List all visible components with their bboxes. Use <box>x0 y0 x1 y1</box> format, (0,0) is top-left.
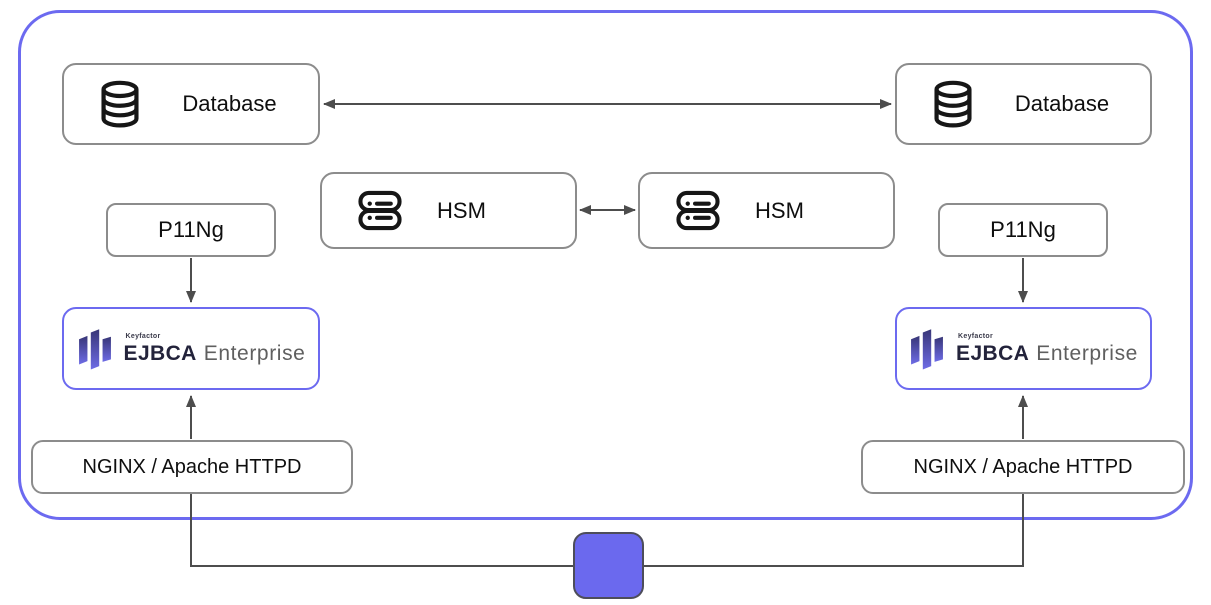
keyfactor-company-label: Keyfactor <box>125 333 161 340</box>
database-label: Database <box>182 91 277 116</box>
ejbca-product-label: EJBCA <box>956 342 1030 365</box>
database-node-right: Database <box>895 63 1152 145</box>
server-stack-icon <box>675 190 721 231</box>
database-node-left: Database <box>62 63 320 145</box>
ejbca-edition-label: Enterprise <box>1036 342 1138 365</box>
hsm-node-right: HSM <box>638 172 895 249</box>
p11ng-label: P11Ng <box>158 217 224 242</box>
p11ng-node-right: P11Ng <box>938 203 1108 257</box>
load-balancer-node <box>573 532 644 599</box>
webserver-label: NGINX / Apache HTTPD <box>913 455 1133 478</box>
database-icon <box>932 80 974 128</box>
ejbca-edition-label: Enterprise <box>203 342 306 365</box>
p11ng-label: P11Ng <box>990 217 1056 242</box>
keyfactor-logo-icon <box>909 325 945 372</box>
database-label: Database <box>1014 91 1110 116</box>
keyfactor-logo-icon <box>77 325 113 372</box>
webserver-to-vip-connector-left <box>190 494 610 567</box>
webserver-to-vip-connector-right <box>610 494 1024 567</box>
hsm-label: HSM <box>755 197 804 223</box>
keyfactor-company-label: Keyfactor <box>958 333 994 340</box>
webserver-label: NGINX / Apache HTTPD <box>82 455 302 478</box>
webserver-node-left: NGINX / Apache HTTPD <box>31 440 353 494</box>
cluster-frame <box>18 10 1193 520</box>
p11ng-node-left: P11Ng <box>106 203 276 257</box>
webserver-node-right: NGINX / Apache HTTPD <box>861 440 1185 494</box>
ejbca-enterprise-node-left: Keyfactor EJBCA Enterprise <box>62 307 320 390</box>
hsm-label: HSM <box>437 197 486 223</box>
ejbca-enterprise-node-right: Keyfactor EJBCA Enterprise <box>895 307 1152 390</box>
hsm-node-left: HSM <box>320 172 577 249</box>
server-stack-icon <box>357 190 403 231</box>
ejbca-product-label: EJBCA <box>123 342 197 365</box>
database-icon <box>99 80 141 128</box>
